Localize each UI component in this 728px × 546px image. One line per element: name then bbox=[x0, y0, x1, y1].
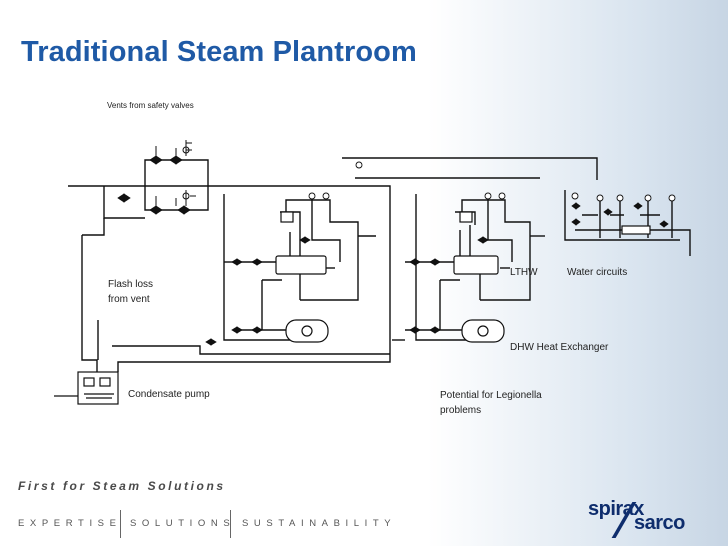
legionella-label-1: Potential for Legionella bbox=[440, 390, 542, 401]
water-circuit-header bbox=[564, 190, 680, 241]
lthw-flow-pipe bbox=[223, 194, 290, 341]
footer-divider bbox=[230, 510, 231, 538]
flash-loss-label-2: from vent bbox=[108, 294, 150, 305]
footer-sustainability: SUSTAINABILITY bbox=[242, 518, 397, 529]
safety-valves bbox=[155, 140, 196, 206]
tagline: First for Steam Solutions bbox=[18, 479, 226, 493]
condensate-pump-label: Condensate pump bbox=[128, 389, 210, 400]
condensate-pump-unit bbox=[54, 371, 119, 405]
slide-title: Traditional Steam Plantroom bbox=[21, 36, 417, 68]
lthw-label: LTHW bbox=[510, 267, 538, 278]
footer-expertise: EXPERTISE bbox=[18, 518, 122, 529]
header-pipe bbox=[68, 159, 209, 211]
water-circuits-label: Water circuits bbox=[567, 267, 628, 278]
plate-heat-exchanger bbox=[621, 225, 651, 235]
legionella-label-2: problems bbox=[440, 405, 482, 416]
condensate-pipe bbox=[81, 235, 98, 375]
heat-exchangers bbox=[275, 211, 651, 343]
dhw-label: DHW Heat Exchanger bbox=[510, 342, 609, 353]
footer-solutions: SOLUTIONS bbox=[130, 518, 236, 529]
logo-sarco: sarco bbox=[634, 512, 685, 534]
steam-main-pipe bbox=[342, 157, 598, 180]
lthw-heat-exchanger-left bbox=[275, 255, 327, 275]
footer-divider bbox=[120, 510, 121, 538]
vents-label: Vents from safety valves bbox=[107, 101, 194, 110]
lthw-heat-exchanger-right bbox=[453, 255, 499, 275]
main-return-pipe bbox=[208, 185, 391, 350]
flash-loss-label-1: Flash loss bbox=[108, 279, 154, 290]
valve-symbols bbox=[117, 155, 669, 346]
